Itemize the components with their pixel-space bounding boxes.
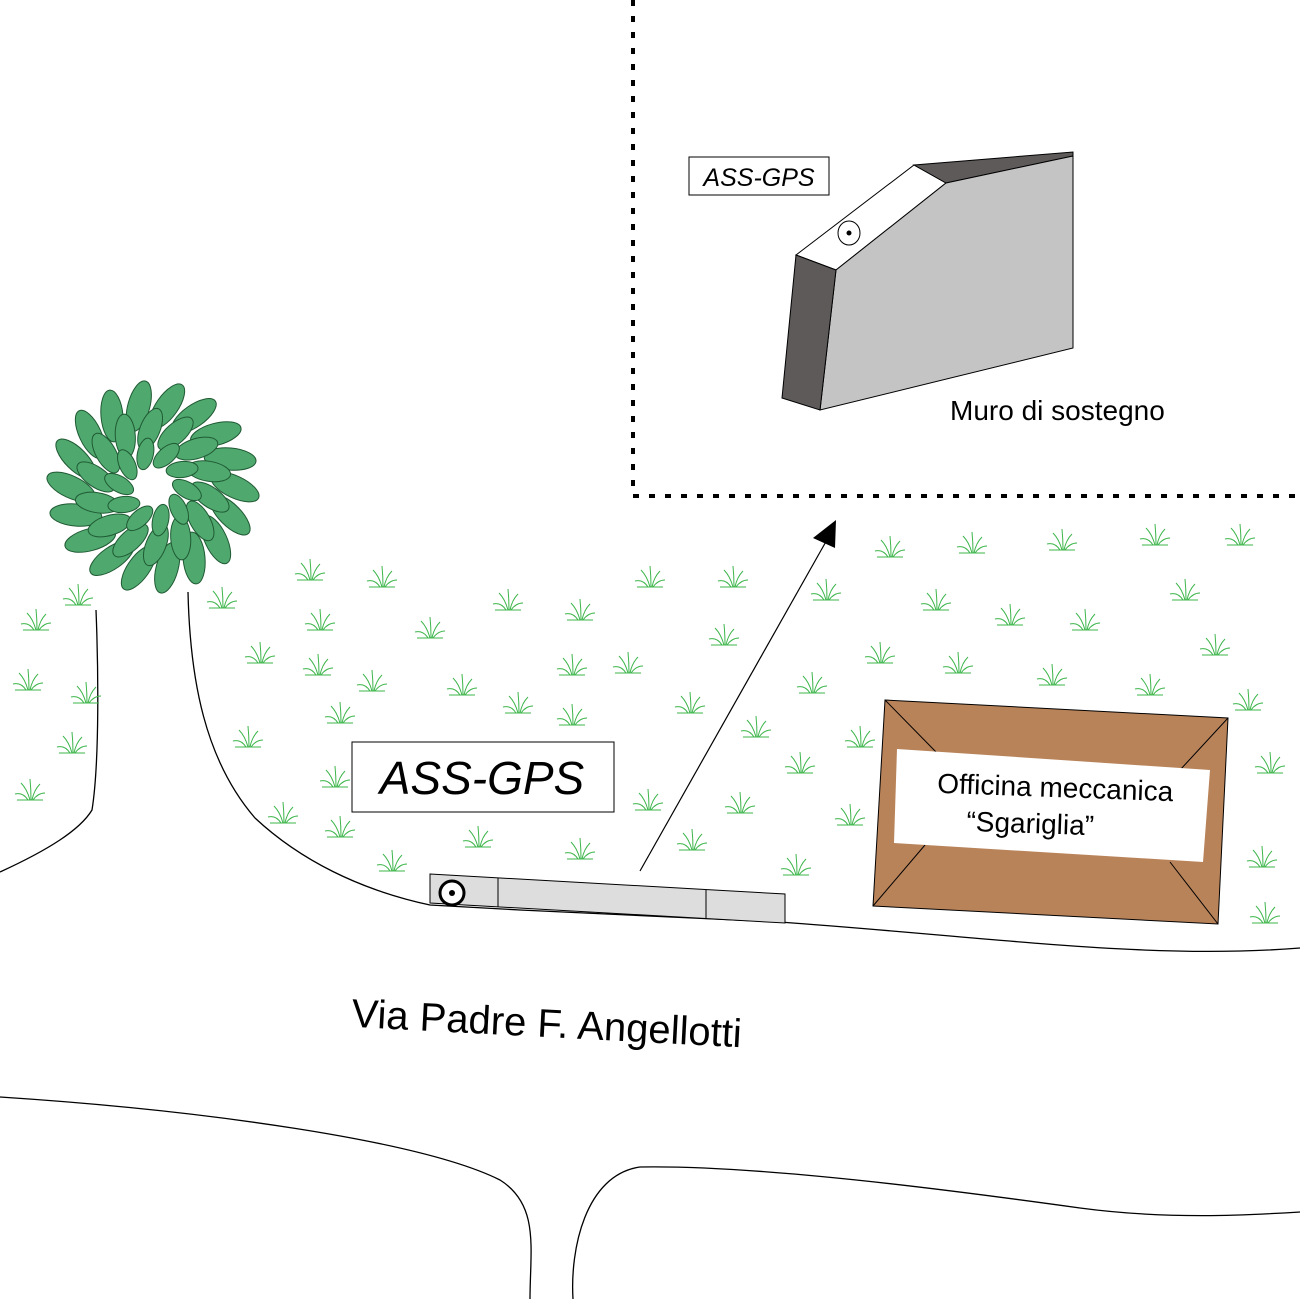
- grass-tuft-icon: [206, 586, 238, 609]
- gps-station-marker-icon: [438, 879, 466, 907]
- grass-tuft-icon: [956, 531, 988, 554]
- grass-tuft-icon: [376, 849, 408, 872]
- grass-tuft-icon: [810, 578, 842, 601]
- leaf: [126, 505, 154, 532]
- grass-tuft-icon: [62, 583, 94, 606]
- leaf: [136, 437, 155, 471]
- grass-tuft-icon: [70, 681, 102, 704]
- grass-tuft-icon: [556, 653, 588, 676]
- leaf: [157, 416, 194, 451]
- leaf: [185, 500, 215, 542]
- grass-tuft-icon: [717, 565, 749, 588]
- grass-tuft-icon: [740, 715, 772, 738]
- grass-tuft-icon: [1246, 845, 1278, 868]
- grass-tuft-icon: [920, 588, 952, 611]
- retaining-wall: [781, 151, 1074, 411]
- grass-tuft-icon: [564, 837, 596, 860]
- grass-tuft-icon: [1224, 523, 1256, 546]
- inset-marker-icon: [837, 220, 861, 246]
- grass-tuft-icon: [1254, 751, 1286, 774]
- roads: [0, 591, 1300, 1299]
- grass-tuft-icon: [302, 653, 334, 676]
- direction-arrow: [639, 520, 836, 872]
- grass-tuft-icon: [304, 608, 336, 631]
- grass-tuft-icon: [267, 801, 299, 824]
- grass-tuft-icon: [1036, 663, 1068, 686]
- grass-tuft-icon: [12, 668, 44, 691]
- leaf: [165, 460, 199, 479]
- grass-tuft-icon: [834, 803, 866, 826]
- grass-tuft-icon: [674, 691, 706, 714]
- grass-tuft-icon: [612, 651, 644, 674]
- leaf: [117, 449, 138, 481]
- grass-tuft-icon: [632, 788, 664, 811]
- grass-tuft-icon: [492, 588, 524, 611]
- grass-tuft-icon: [294, 558, 326, 581]
- grass-tuft-icon: [708, 623, 740, 646]
- grass-area: [12, 523, 1286, 924]
- leaf: [171, 478, 202, 502]
- grass-tuft-icon: [1232, 688, 1264, 711]
- grass-tuft-icon: [864, 641, 896, 664]
- svg-text:“Sgariglia”: “Sgariglia”: [966, 806, 1095, 841]
- tree-icon: [46, 380, 260, 594]
- grass-tuft-icon: [1046, 528, 1078, 551]
- grass-tuft-icon: [1249, 901, 1281, 924]
- grass-tuft-icon: [1069, 608, 1101, 631]
- grass-tuft-icon: [324, 815, 356, 838]
- leaf: [107, 495, 141, 514]
- grass-tuft-icon: [676, 828, 708, 851]
- grass-tuft-icon: [20, 608, 52, 631]
- grass-tuft-icon: [874, 535, 906, 558]
- leaf: [112, 523, 149, 558]
- wall-face: [819, 155, 1074, 411]
- grass-tuft-icon: [462, 825, 494, 848]
- grass-tuft-icon: [784, 751, 816, 774]
- grass-tuft-icon: [1139, 523, 1171, 546]
- grass-tuft-icon: [414, 616, 446, 639]
- leaf: [151, 503, 170, 537]
- inset-frame: [631, 0, 1300, 498]
- curb-strip: [429, 873, 786, 924]
- grass-tuft-icon: [319, 765, 351, 788]
- grass-tuft-icon: [634, 565, 666, 588]
- street-label: Via Padre F. Angellotti: [350, 992, 742, 1056]
- grass-tuft-icon: [324, 701, 356, 724]
- grass-tuft-icon: [724, 791, 756, 814]
- inset-station-label: ASS-GPS: [688, 156, 830, 196]
- leaf: [168, 493, 189, 525]
- wall-side-dark: [781, 254, 837, 411]
- grass-tuft-icon: [780, 853, 812, 876]
- leaf: [91, 432, 121, 474]
- grass-tuft-icon: [502, 691, 534, 714]
- svg-text:ASS-GPS: ASS-GPS: [377, 752, 585, 804]
- main-station-label: ASS-GPS: [351, 741, 615, 813]
- grass-tuft-icon: [1169, 578, 1201, 601]
- grass-tuft-icon: [14, 778, 46, 801]
- grass-tuft-icon: [564, 598, 596, 621]
- grass-tuft-icon: [366, 565, 398, 588]
- grass-tuft-icon: [56, 731, 88, 754]
- grass-tuft-icon: [1134, 673, 1166, 696]
- grass-tuft-icon: [232, 725, 264, 748]
- svg-text:ASS-GPS: ASS-GPS: [701, 164, 814, 192]
- grass-tuft-icon: [356, 669, 388, 692]
- workshop-building: Officina meccanica “Sgariglia”: [872, 699, 1229, 925]
- grass-tuft-icon: [994, 603, 1026, 626]
- wall-label: Muro di sostegno: [950, 395, 1165, 426]
- leaf: [104, 472, 135, 496]
- grass-tuft-icon: [796, 671, 828, 694]
- grass-tuft-icon: [1199, 633, 1231, 656]
- grass-tuft-icon: [244, 641, 276, 664]
- grass-tuft-icon: [446, 673, 478, 696]
- grass-tuft-icon: [556, 703, 588, 726]
- grass-tuft-icon: [942, 651, 974, 674]
- leaf: [152, 442, 180, 469]
- grass-tuft-icon: [844, 725, 876, 748]
